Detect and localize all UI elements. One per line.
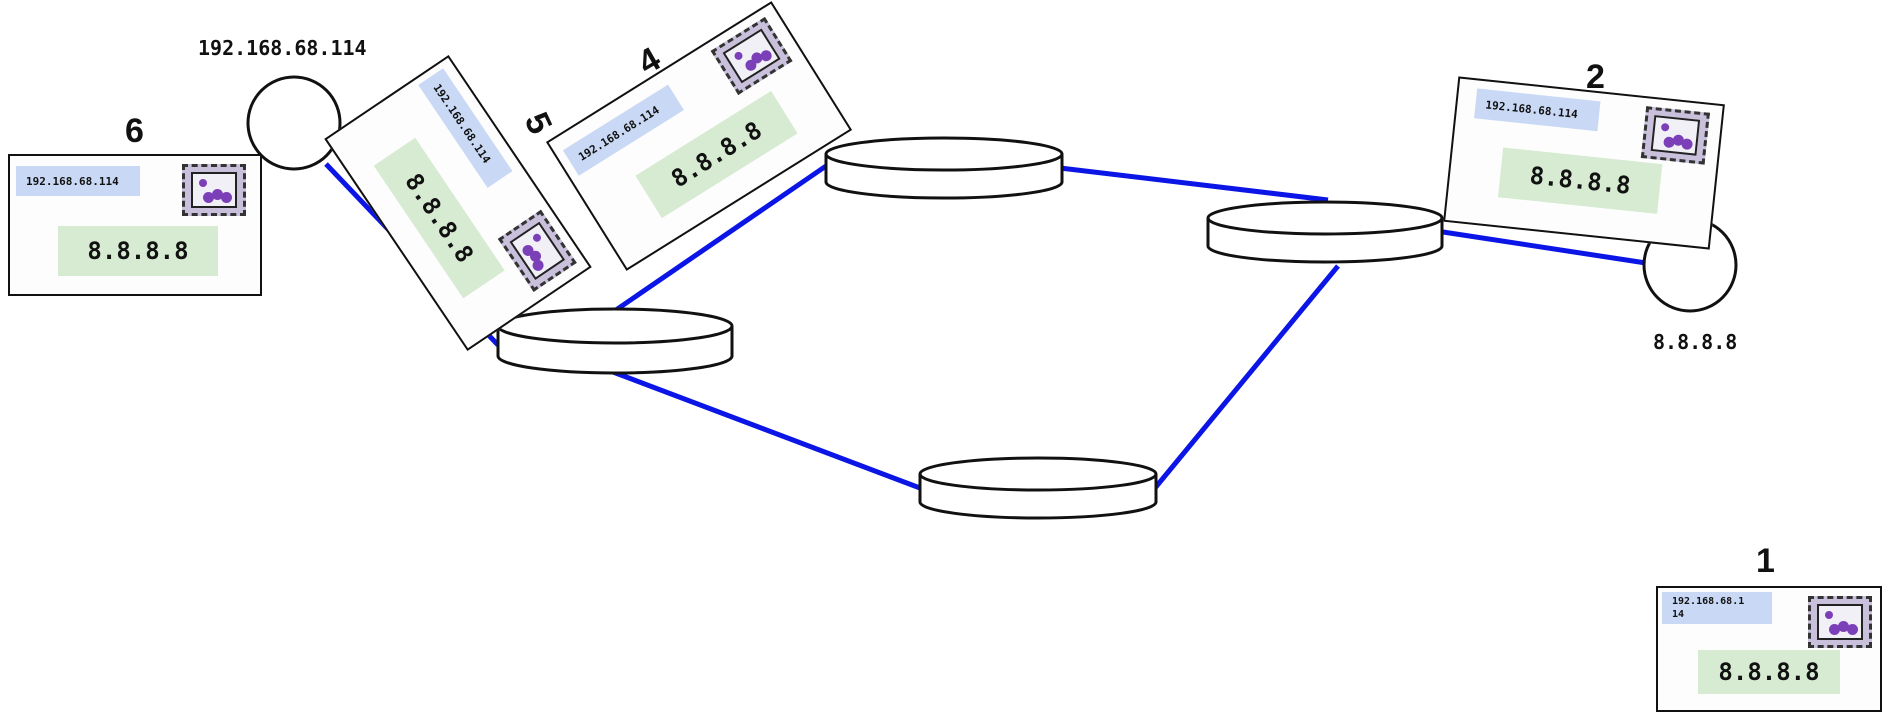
- postage-stamp-icon: [182, 164, 246, 216]
- step-number-2: 2: [1586, 58, 1605, 96]
- router-c: [1206, 200, 1444, 264]
- envelope-2: 192.168.68.114 8.8.8.8: [1443, 76, 1725, 250]
- router-a: [496, 307, 734, 375]
- destination-host-label: 8.8.8.8: [1653, 330, 1738, 354]
- source-host-label: 192.168.68.114: [198, 36, 367, 60]
- envelope-1: 192.168.68.1 14 8.8.8.8: [1656, 586, 1882, 712]
- envelope-from-address: 192.168.68.114: [1474, 88, 1601, 132]
- envelope-to-address: 8.8.8.8: [58, 226, 218, 276]
- envelope-from-address: 192.168.68.114: [16, 166, 140, 196]
- router-b: [824, 136, 1064, 200]
- router-d: [918, 456, 1158, 520]
- envelope-to-address: 8.8.8.8: [1497, 147, 1663, 214]
- envelope-6: 192.168.68.114 8.8.8.8: [8, 154, 262, 296]
- step-number-6: 6: [125, 112, 144, 150]
- postage-stamp-icon: [1640, 106, 1710, 165]
- router-icon: [496, 136, 1444, 520]
- link-router-a-to-router-b: [611, 163, 828, 315]
- envelope-to-address: 8.8.8.8: [1698, 650, 1840, 694]
- postage-stamp-icon: [1808, 596, 1872, 648]
- link-router-b-to-router-c: [1059, 165, 1329, 203]
- step-number-1: 1: [1756, 542, 1775, 580]
- envelope-from-address: 192.168.68.1 14: [1662, 592, 1772, 624]
- link-router-a-to-router-d: [612, 369, 921, 491]
- host-source-icon: [246, 75, 342, 171]
- link-router-c-to-destination: [1442, 229, 1647, 266]
- link-router-d-to-router-c: [1153, 264, 1340, 490]
